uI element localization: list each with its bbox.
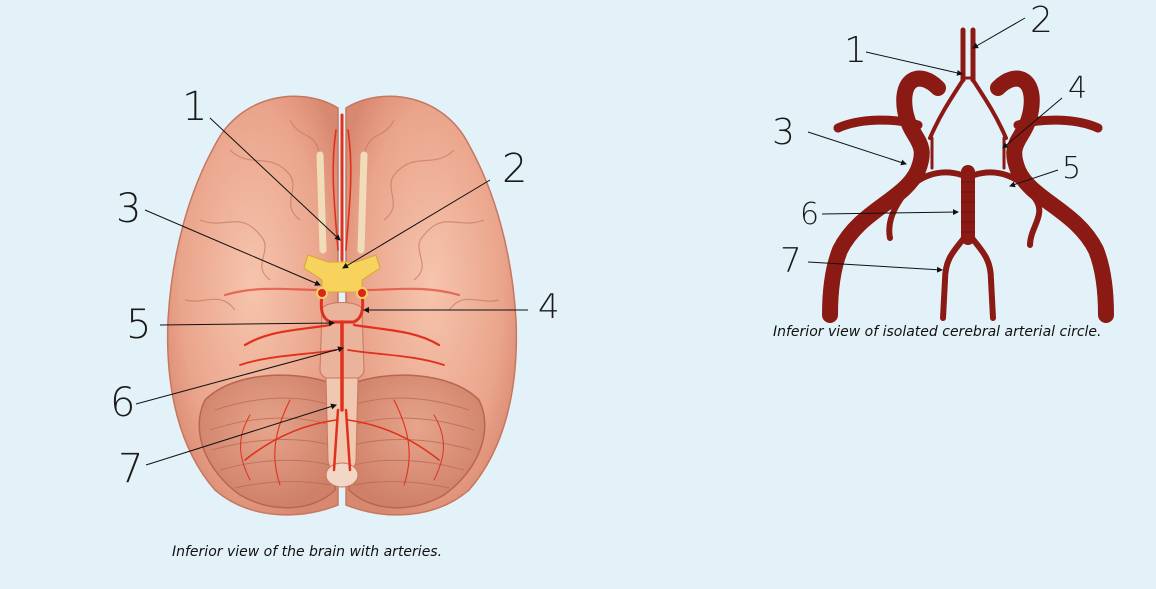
internal-carotid-left [822,70,946,323]
right-leader-lines [807,17,1063,273]
right-label-3: 3 [772,112,795,153]
right-labels: 1 2 3 4 5 6 7 [772,0,1087,281]
r-leader-2 [972,17,1026,49]
leader-5 [159,320,335,327]
left-leader-lines [135,117,528,466]
left-labels: 1 2 3 4 5 6 7 [110,84,560,492]
right-label-2: 2 [1030,0,1053,41]
gyri [184,119,500,311]
middle-cerebral-right [1013,115,1103,133]
posterior-cerebral-left [886,169,965,241]
right-caption: Inferior view of isolated cerebral arter… [773,324,1102,340]
olfactory-tract-right [357,151,368,254]
leader-1 [209,117,341,241]
right-label-1: 1 [844,30,867,71]
r-leader-6 [821,209,959,216]
left-label-1: 1 [182,84,207,130]
vertebral-left [940,235,967,321]
middle-cerebral-left [833,115,923,133]
right-label-4: 4 [1068,71,1087,106]
right-label-6: 6 [800,197,819,232]
leader-7 [145,403,337,466]
carotid-left [316,287,328,299]
posterior-cerebral-right [971,169,1043,248]
r-leader-3 [807,131,907,166]
basilar-segments [961,181,975,233]
vertebral-right [969,235,996,321]
aca-right-curve [971,78,1008,140]
right-label-7: 7 [780,241,802,281]
aca-left-curve [928,78,965,140]
olfactory-tract-left [316,151,327,254]
optic-chiasm [303,254,381,293]
left-caption: Inferior view of the brain with arteries… [172,544,443,560]
r-leader-1 [865,51,963,76]
cerebellum-left [198,374,336,509]
leader-3 [144,209,321,286]
brain-illustration [166,95,518,516]
leader-6 [135,346,344,405]
left-label-5: 5 [126,302,151,348]
carotid-right [356,287,368,299]
r-leader-4 [1002,97,1063,149]
r-leader-5 [1009,169,1059,188]
spinal-cord-section [325,462,359,488]
left-label-2: 2 [502,146,527,192]
right-label-5: 5 [1062,151,1081,186]
left-label-3: 3 [116,186,141,232]
leader-2 [342,179,491,269]
brain-arteries [223,113,461,486]
r-leader-7 [807,261,943,273]
internal-carotid-right [990,70,1114,323]
cerebellum-right [348,374,486,509]
left-label-4: 4 [538,287,560,327]
left-label-7: 7 [118,446,143,492]
left-label-6: 6 [110,380,135,426]
